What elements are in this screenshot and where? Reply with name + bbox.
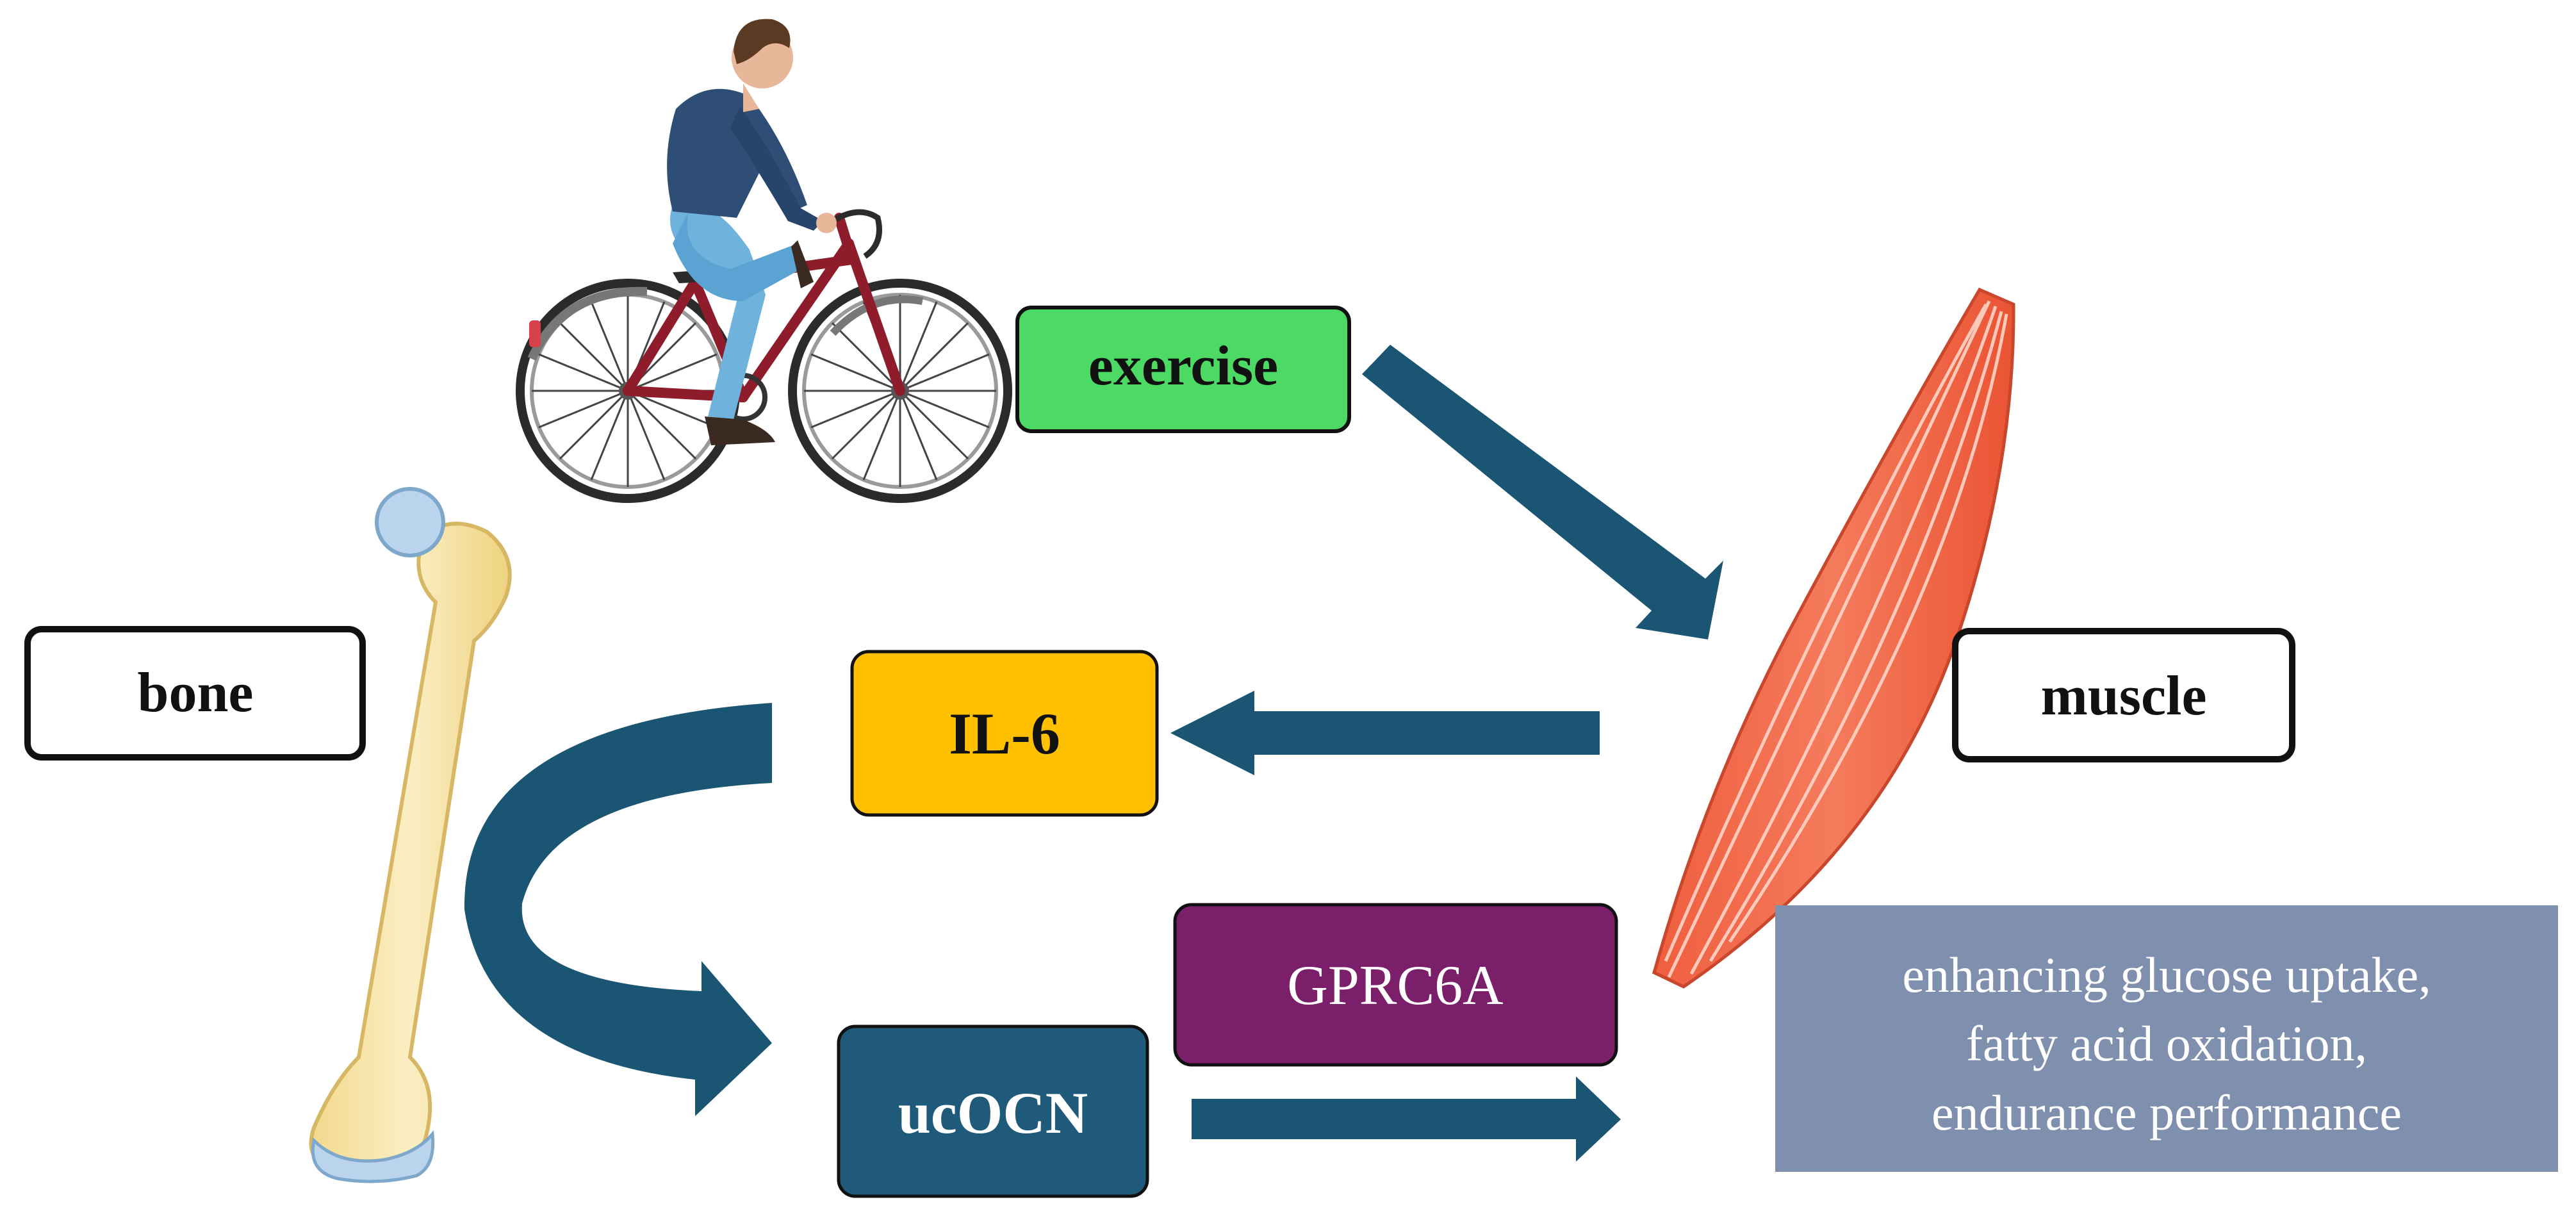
- il6-label: IL-6: [949, 701, 1060, 766]
- muscle-icon: [1652, 287, 2015, 989]
- bone-node: bone: [24, 626, 366, 761]
- ucocn-node: ucOCN: [837, 1025, 1149, 1198]
- effects-line-3: endurance performance: [1932, 1085, 2402, 1140]
- il6-node: IL-6: [850, 650, 1159, 817]
- ucocn-label: ucOCN: [898, 1080, 1088, 1146]
- muscle-label: muscle: [2040, 665, 2206, 727]
- arrow-exercise-to-muscle: [1362, 345, 1723, 639]
- effects-box: enhancing glucose uptake, fatty acid oxi…: [1775, 905, 2558, 1172]
- arrow-il6-to-ucocn: [464, 703, 772, 1116]
- bone-icon: [309, 487, 512, 1183]
- bone-label: bone: [138, 662, 254, 724]
- effects-line-1: enhancing glucose uptake,: [1902, 947, 2431, 1003]
- gprc6a-node: GPRC6A: [1173, 903, 1618, 1067]
- cyclist-icon: [516, 19, 1012, 503]
- effects-line-2: fatty acid oxidation,: [1966, 1016, 2367, 1071]
- exercise-node: exercise: [1015, 306, 1351, 433]
- arrow-muscle-to-il6: [1170, 691, 1600, 775]
- muscle-node: muscle: [1952, 628, 2295, 762]
- gprc6a-label: GPRC6A: [1287, 955, 1503, 1017]
- arrow-ucocn-to-muscle: [1192, 1076, 1621, 1162]
- exercise-label: exercise: [1088, 335, 1278, 397]
